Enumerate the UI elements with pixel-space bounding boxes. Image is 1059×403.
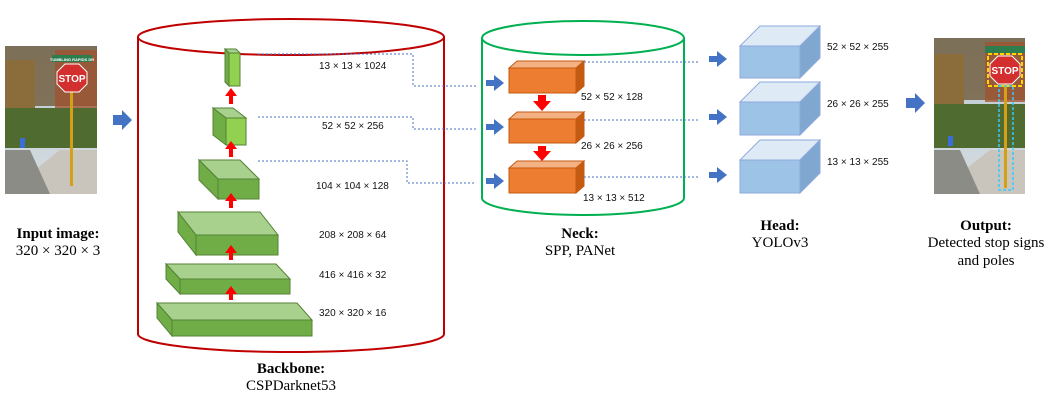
arrow-into-head bbox=[709, 109, 727, 125]
neck-cylinder bbox=[481, 20, 685, 216]
output-title: Output: bbox=[960, 218, 1012, 234]
neck-dim-2: 26 × 26 × 256 bbox=[581, 141, 643, 152]
stop-sign-detection-box bbox=[987, 53, 1023, 87]
backbone-up-arrows bbox=[225, 88, 237, 300]
arrow-input-to-backbone bbox=[113, 110, 132, 130]
backbone-layer-52 bbox=[211, 106, 248, 147]
backbone-dim-5: 416 × 416 × 32 bbox=[319, 270, 387, 281]
up-arrow bbox=[225, 245, 237, 260]
backbone-cylinder bbox=[137, 18, 445, 353]
up-arrow bbox=[225, 286, 237, 300]
down-arrow bbox=[533, 95, 551, 111]
neck-subtitle: SPP, PANet bbox=[544, 243, 616, 260]
street-sign-text: TUMBLING RAPIDS DR bbox=[50, 57, 94, 62]
input-photo: TUMBLING RAPIDS DR STOP bbox=[5, 46, 97, 194]
head-box-3 bbox=[738, 138, 822, 195]
output-subtitle-line1: Detected stop signs bbox=[927, 235, 1045, 252]
up-arrow bbox=[225, 88, 237, 104]
neck-head-connectors bbox=[584, 61, 700, 178]
backbone-dim-2: 52 × 52 × 256 bbox=[322, 121, 384, 132]
backbone-title: Backbone: bbox=[256, 361, 326, 377]
head-label: Head: YOLOv3 bbox=[730, 218, 830, 253]
input-label: Input image: 320 × 320 × 3 bbox=[0, 226, 116, 261]
backbone-subtitle: CSPDarknet53 bbox=[246, 378, 336, 395]
head-box-2 bbox=[738, 80, 822, 137]
neck-box-2 bbox=[507, 110, 586, 145]
neck-box-1 bbox=[507, 59, 586, 95]
head-title: Head: bbox=[760, 218, 800, 234]
neck-down-arrows bbox=[533, 95, 551, 161]
backbone-layer-208 bbox=[176, 210, 280, 257]
up-arrow bbox=[225, 193, 237, 208]
backbone-neck-connectors bbox=[258, 53, 476, 184]
head-subtitle: YOLOv3 bbox=[751, 235, 809, 252]
stop-sign-text: STOP bbox=[58, 74, 85, 85]
arrow-into-head bbox=[709, 51, 727, 67]
output-photo: STOP bbox=[934, 38, 1025, 194]
backbone-label: Backbone: CSPDarknet53 bbox=[221, 361, 361, 396]
head-dim-3: 13 × 13 × 255 bbox=[827, 157, 889, 168]
neck-input-arrows bbox=[486, 75, 504, 189]
backbone-dim-1: 13 × 13 × 1024 bbox=[319, 61, 387, 72]
neck-dim-3: 13 × 13 × 512 bbox=[583, 193, 645, 204]
backbone-layer-13 bbox=[223, 47, 242, 88]
input-title: Input image: bbox=[16, 226, 100, 242]
arrow-into-neck bbox=[486, 119, 504, 135]
backbone-dim-4: 208 × 208 × 64 bbox=[319, 230, 387, 241]
head-dim-1: 52 × 52 × 255 bbox=[827, 42, 889, 53]
arrow-into-neck bbox=[486, 75, 504, 91]
backbone-layer-104 bbox=[197, 158, 261, 201]
backbone-layer-416 bbox=[164, 262, 292, 296]
input-subtitle: 320 × 320 × 3 bbox=[15, 243, 101, 260]
head-input-arrows bbox=[709, 51, 727, 183]
backbone-dim-3: 104 × 104 × 128 bbox=[316, 181, 389, 192]
neck-dim-1: 52 × 52 × 128 bbox=[581, 92, 643, 103]
head-box-1 bbox=[738, 24, 822, 80]
head-dim-2: 26 × 26 × 255 bbox=[827, 99, 889, 110]
down-arrow bbox=[533, 146, 551, 161]
neck-box-3 bbox=[507, 159, 586, 195]
output-stop-sign-text: STOP bbox=[991, 66, 1018, 77]
output-label: Output: Detected stop signs and poles bbox=[916, 218, 1056, 270]
pole-detection-box bbox=[998, 85, 1014, 191]
neck-title: Neck: bbox=[561, 226, 599, 242]
output-subtitle-line2: and poles bbox=[957, 252, 1015, 269]
backbone-layer-320 bbox=[155, 301, 314, 338]
arrow-into-neck bbox=[486, 173, 504, 189]
backbone-dim-6: 320 × 320 × 16 bbox=[319, 308, 387, 319]
neck-label: Neck: SPP, PANet bbox=[520, 226, 640, 261]
arrow-head-to-output bbox=[906, 93, 925, 113]
arrow-into-head bbox=[709, 167, 727, 183]
up-arrow bbox=[225, 141, 237, 157]
